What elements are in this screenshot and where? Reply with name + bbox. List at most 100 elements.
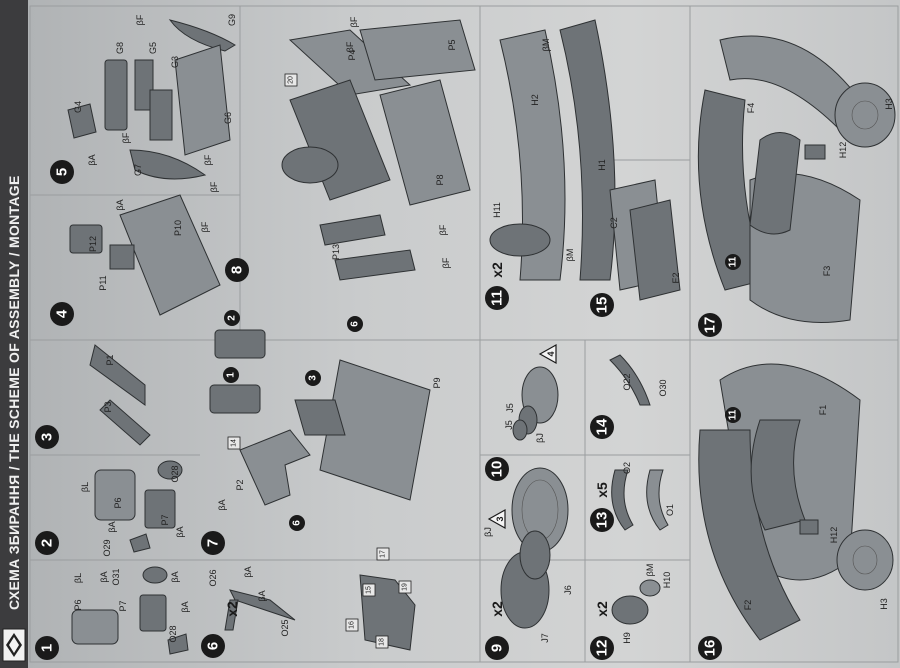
decal-box-ref: 18 [375, 635, 389, 649]
sub-step-circle [305, 370, 321, 386]
part-label: H11 [492, 202, 502, 218]
part-label: βA [115, 199, 125, 210]
part-label: βF [200, 221, 210, 232]
decal-box-ref: 15 [362, 583, 376, 597]
step-number: 14 [594, 418, 611, 435]
part-label: P4 [347, 49, 357, 60]
decal-box-ref: 19 [398, 580, 412, 594]
sub-step-number: 6 [350, 321, 361, 327]
step-badge-circle [50, 302, 74, 326]
step-badge-circle [35, 531, 59, 555]
step-badge-4: 4 [50, 302, 74, 326]
part-label: O26 [208, 569, 218, 586]
decal-box [376, 547, 390, 561]
part-label: O1 [665, 504, 675, 516]
step-badge-10: 10 [485, 457, 509, 481]
step-badge-circle [35, 636, 59, 660]
part-label: J5 [505, 403, 515, 413]
part-label: F1 [818, 405, 828, 416]
part-label: P1 [105, 354, 115, 365]
part-label: βA [180, 601, 190, 612]
decal-box-ref: 14 [227, 436, 241, 450]
step-badge-circle [201, 531, 225, 555]
sub-references: 1 2 3 6 6 11 11 [223, 254, 741, 531]
part-label: P9 [432, 377, 442, 388]
step-number: 7 [205, 539, 222, 547]
step-number: 6 [205, 642, 222, 650]
step-quantity: x2 [224, 601, 240, 617]
step-number: 2 [39, 539, 56, 547]
part-label: βA [257, 590, 267, 601]
decal-box-ref: 16 [345, 618, 359, 632]
part-label: βL [80, 482, 90, 492]
part-label: H10 [662, 572, 672, 589]
part-label: βA [243, 566, 253, 577]
part-label: H12 [829, 527, 839, 544]
part-label: βM [565, 249, 575, 262]
part-label: G5 [148, 42, 158, 54]
title-bar: СХЕМА ЗБИРАННЯ / THE SCHEME OF ASSEMBLY … [0, 0, 28, 668]
sub-step-circle [224, 310, 240, 326]
triangle-ref: 4 [538, 343, 557, 365]
part-label: βM [645, 564, 655, 577]
step-number: 9 [489, 644, 506, 652]
sub-step-number: 11 [728, 256, 739, 267]
part-label: βF [441, 257, 451, 268]
step-number: 13 [594, 512, 611, 529]
part-label: J6 [563, 585, 573, 595]
part-label: βJ [483, 527, 493, 537]
part-label: G7 [133, 164, 143, 176]
triangle-references: 34 [487, 343, 557, 530]
part-label: βA [175, 526, 185, 537]
part-label: βA [107, 521, 117, 532]
step-badge-circle [590, 415, 614, 439]
part-label: H3 [879, 598, 889, 610]
decal-box-ref: 20 [284, 73, 298, 87]
step-badge-circle [485, 286, 509, 310]
part-label: βF [209, 181, 219, 192]
part-label: P13 [331, 244, 341, 260]
sub-step-ref: 6 [289, 515, 305, 531]
part-label: H12 [838, 142, 848, 159]
part-label: βA [87, 154, 97, 165]
part-label: P6 [113, 497, 123, 508]
step-badge-11: 11 [485, 286, 509, 310]
step-badge-circle [698, 313, 722, 337]
decal-number: 14 [231, 439, 238, 447]
sub-step-circle [347, 316, 363, 332]
part-label: P3 [103, 401, 113, 412]
part-label: βA [170, 571, 180, 582]
part-label: H1 [597, 159, 607, 171]
step-badge-9: 9 [485, 636, 509, 660]
decal-number: 18 [379, 638, 386, 646]
step-number: 12 [594, 640, 611, 657]
step-badge-circle [590, 508, 614, 532]
part-label: βF [203, 154, 213, 165]
part-label: P7 [160, 514, 170, 525]
part-label: O28 [170, 465, 180, 482]
step-badge-7: 7 [201, 531, 225, 555]
sub-step-ref: 2 [224, 310, 240, 326]
step-badge-circle [485, 636, 509, 660]
step-badge-6: 6 [201, 634, 225, 658]
part-label: βF [121, 132, 131, 143]
sub-step-ref: 11 [725, 407, 741, 423]
sub-step-ref: 1 [223, 367, 239, 383]
step-number: 5 [54, 168, 71, 176]
step-badge-17: 17 [698, 313, 722, 337]
part-label: F4 [746, 103, 756, 114]
part-label: G9 [227, 14, 237, 26]
part-label: F3 [822, 266, 832, 277]
sub-step-ref: 3 [305, 370, 321, 386]
part-label: βF [135, 14, 145, 25]
part-label: P8 [435, 174, 445, 185]
sub-step-circle [725, 407, 741, 423]
triangle-number: 3 [495, 516, 505, 521]
decal-number: 15 [366, 586, 373, 594]
part-label: O31 [111, 568, 121, 585]
step-badge-12: 12 [590, 636, 614, 660]
